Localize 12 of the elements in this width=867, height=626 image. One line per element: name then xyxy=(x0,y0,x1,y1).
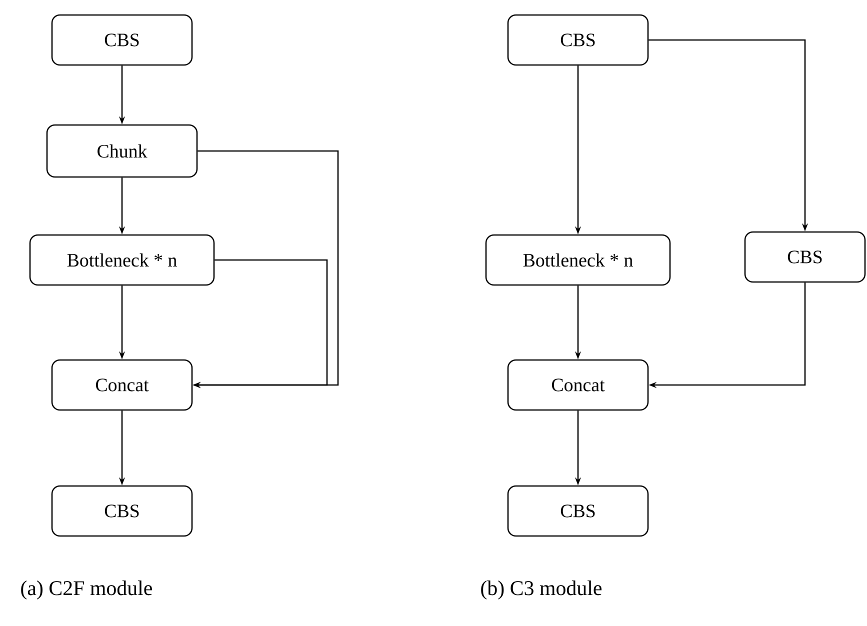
caption: (a) C2F module xyxy=(21,580,152,600)
process-box: CBS xyxy=(744,231,866,283)
process-box: Bottleneck * n xyxy=(485,234,671,286)
process-box: Concat xyxy=(507,359,649,411)
process-box: CBS xyxy=(51,485,193,537)
process-box: CBS xyxy=(507,485,649,537)
process-box: Concat xyxy=(51,359,193,411)
process-box: CBS xyxy=(51,14,193,66)
process-box: Bottleneck * n xyxy=(29,234,215,286)
process-box: CBS xyxy=(507,14,649,66)
process-box: Chunk xyxy=(46,124,198,178)
caption: (b) C3 module xyxy=(481,580,602,600)
